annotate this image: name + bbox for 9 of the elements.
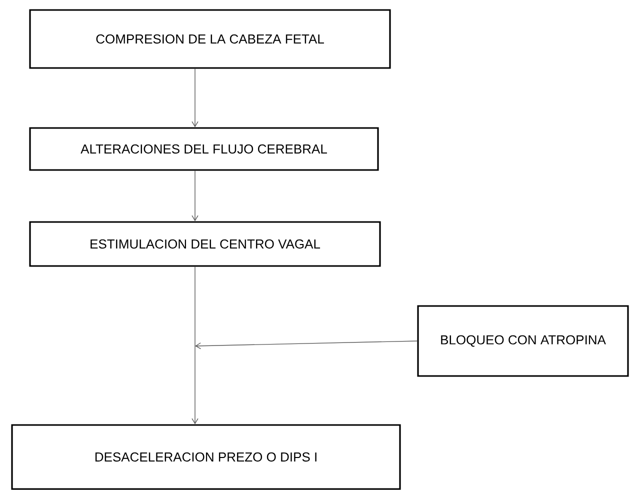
- process-box: COMPRESION DE LA CABEZA FETAL: [29, 9, 391, 69]
- arrow: [195, 340, 418, 350]
- process-box: ALTERACIONES DEL FLUJO CEREBRAL: [29, 127, 379, 171]
- arrow: [192, 170, 198, 222]
- arrow: [192, 266, 198, 424]
- process-box: ESTIMULACION DEL CENTRO VAGAL: [29, 221, 381, 267]
- process-box: DESACELERACION PREZO O DIPS I: [11, 424, 401, 490]
- process-box: BLOQUEO CON ATROPINA: [417, 305, 629, 377]
- arrow: [192, 68, 198, 128]
